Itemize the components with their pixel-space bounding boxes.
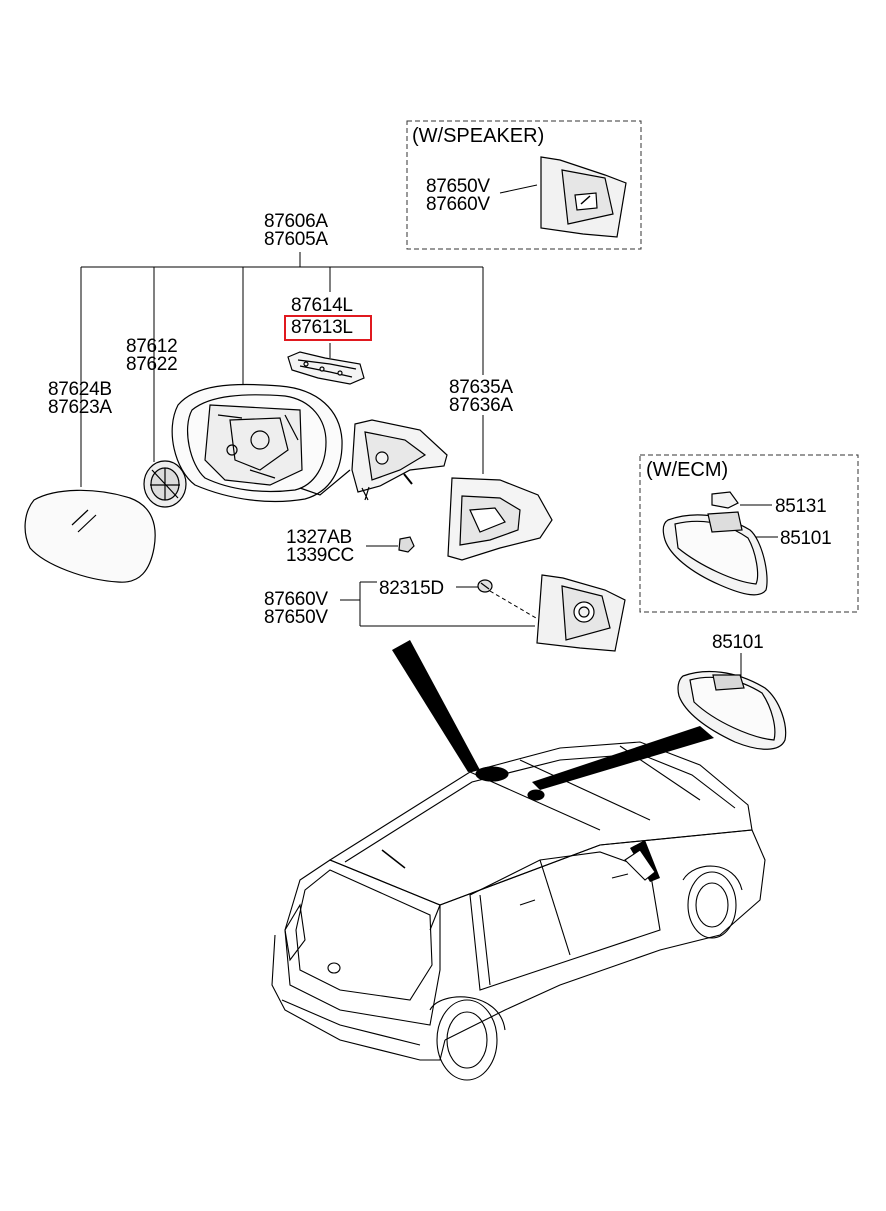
highlight-box bbox=[284, 315, 372, 341]
label-glass-87624b: 87624B bbox=[48, 379, 112, 400]
bolt-part bbox=[398, 536, 415, 553]
label-trim-87650v: 87650V bbox=[264, 607, 328, 628]
clip-part bbox=[477, 579, 493, 593]
label-bolt-1327ab: 1327AB bbox=[286, 527, 352, 548]
label-cover-87613l: 87613L bbox=[291, 317, 353, 338]
label-actuator-87622: 87622 bbox=[126, 354, 178, 375]
label-inside-mirror-85101: 85101 bbox=[712, 632, 764, 653]
label-scalp-87636a: 87636A bbox=[449, 395, 513, 416]
cover-part bbox=[287, 351, 365, 385]
ecm-option-box bbox=[639, 454, 859, 613]
trim-part bbox=[536, 574, 626, 652]
scalp-cover-part bbox=[447, 477, 553, 561]
label-assembly-87606a: 87606A bbox=[264, 211, 328, 232]
label-glass-87623a: 87623A bbox=[48, 397, 112, 418]
speaker-option-box bbox=[406, 120, 642, 250]
label-assembly-87605a: 87605A bbox=[264, 229, 328, 250]
mirror-glass-part bbox=[24, 489, 156, 583]
label-clip-82315d: 82315D bbox=[379, 578, 444, 599]
pointer-wedges bbox=[392, 640, 714, 882]
speaker-trim-part bbox=[540, 156, 627, 238]
inside-mirror-part bbox=[677, 670, 787, 750]
label-trim-87660v: 87660V bbox=[264, 589, 328, 610]
label-speaker-87650v: 87650V bbox=[426, 176, 490, 197]
label-cover-87614l: 87614L bbox=[291, 295, 353, 316]
mirror-housing bbox=[171, 383, 351, 503]
car-outline bbox=[271, 741, 766, 1081]
label-scalp-87635a: 87635A bbox=[449, 377, 513, 398]
label-actuator-87612: 87612 bbox=[126, 336, 178, 357]
label-ecm-85101: 85101 bbox=[780, 528, 832, 549]
label-ecm-85131: 85131 bbox=[775, 496, 827, 517]
actuator-part bbox=[143, 460, 187, 508]
speaker-option-title: (W/SPEAKER) bbox=[412, 125, 545, 147]
label-speaker-87660v: 87660V bbox=[426, 194, 490, 215]
label-bolt-1339cc: 1339CC bbox=[286, 545, 354, 566]
ecm-option-title: (W/ECM) bbox=[646, 459, 729, 481]
mirror-base bbox=[351, 419, 448, 501]
leader-lines bbox=[80, 184, 778, 678]
ecm-mirror-part bbox=[662, 491, 768, 596]
